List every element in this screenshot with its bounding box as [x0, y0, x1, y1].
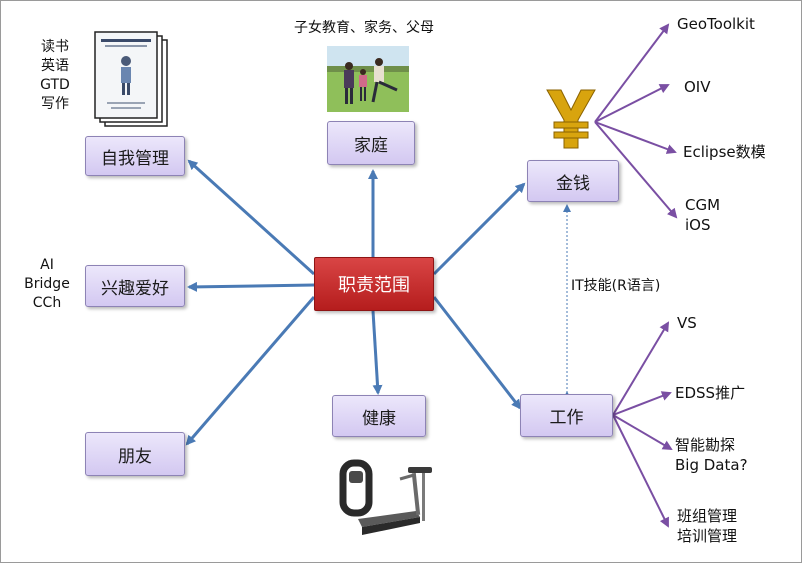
- money-item-cgm: CGM: [685, 196, 721, 214]
- self-note-line-2: 英语: [41, 58, 69, 74]
- treadmill-icon: [358, 467, 432, 535]
- branch-oiv: [594, 84, 670, 123]
- arrow-to-self: [187, 159, 316, 276]
- node-work[interactable]: 工作: [520, 394, 613, 437]
- link-label: IT技能(R语言): [571, 278, 661, 294]
- node-friends[interactable]: 朋友: [85, 432, 185, 476]
- book-stack-image: [94, 31, 168, 127]
- hobby-note: AI Bridge CCh: [15, 256, 79, 313]
- self-note-line-1: 读书: [41, 39, 69, 55]
- work-item-vs: VS: [677, 314, 697, 332]
- node-self-management[interactable]: 自我管理: [85, 136, 185, 176]
- fitness-band-icon: [339, 459, 373, 517]
- hobby-note-line-3: CCh: [32, 295, 62, 311]
- branch-team: [612, 414, 669, 528]
- branch-cgm-ios: [594, 121, 678, 219]
- arrow-to-money: [432, 182, 526, 276]
- arrow-to-hobby: [187, 281, 315, 292]
- self-note-line-3: GTD: [40, 77, 70, 93]
- branch-geotoolkit: [594, 23, 670, 123]
- node-health[interactable]: 健康: [332, 395, 426, 437]
- money-item-oiv: OIV: [684, 78, 711, 96]
- work-item-team: 班组管理: [677, 507, 738, 525]
- branch-vs: [612, 321, 670, 416]
- node-money[interactable]: 金钱: [527, 160, 619, 202]
- hobby-note-line-1: AI: [40, 257, 54, 273]
- family-photo: [327, 46, 409, 112]
- work-item-edss: EDSS推广: [675, 384, 746, 402]
- arrow-to-work: [432, 296, 522, 410]
- work-item-bigdata: Big Data?: [675, 456, 748, 474]
- branch-edss: [612, 391, 672, 416]
- node-hobbies[interactable]: 兴趣爱好: [85, 265, 185, 307]
- yen-icon: [546, 89, 596, 149]
- branch-exploration: [612, 414, 673, 451]
- hobby-note-line-2: Bridge: [24, 276, 70, 292]
- self-note-line-4: 写作: [41, 96, 69, 112]
- money-item-geotoolkit: GeoToolkit: [677, 15, 755, 33]
- self-note: 读书 英语 GTD 写作: [29, 38, 81, 114]
- branch-eclipse: [594, 121, 677, 154]
- money-item-ios: iOS: [685, 216, 711, 234]
- money-item-eclipse: Eclipse数模: [683, 143, 766, 161]
- family-note: 子女教育、家务、父母: [294, 20, 434, 36]
- center-node[interactable]: 职责范围: [314, 257, 434, 311]
- arrow-to-friends: [185, 296, 316, 446]
- work-item-exploration: 智能勘探: [675, 436, 736, 454]
- node-family[interactable]: 家庭: [327, 121, 415, 165]
- arrow-to-health: [371, 310, 383, 395]
- work-item-training: 培训管理: [677, 527, 738, 545]
